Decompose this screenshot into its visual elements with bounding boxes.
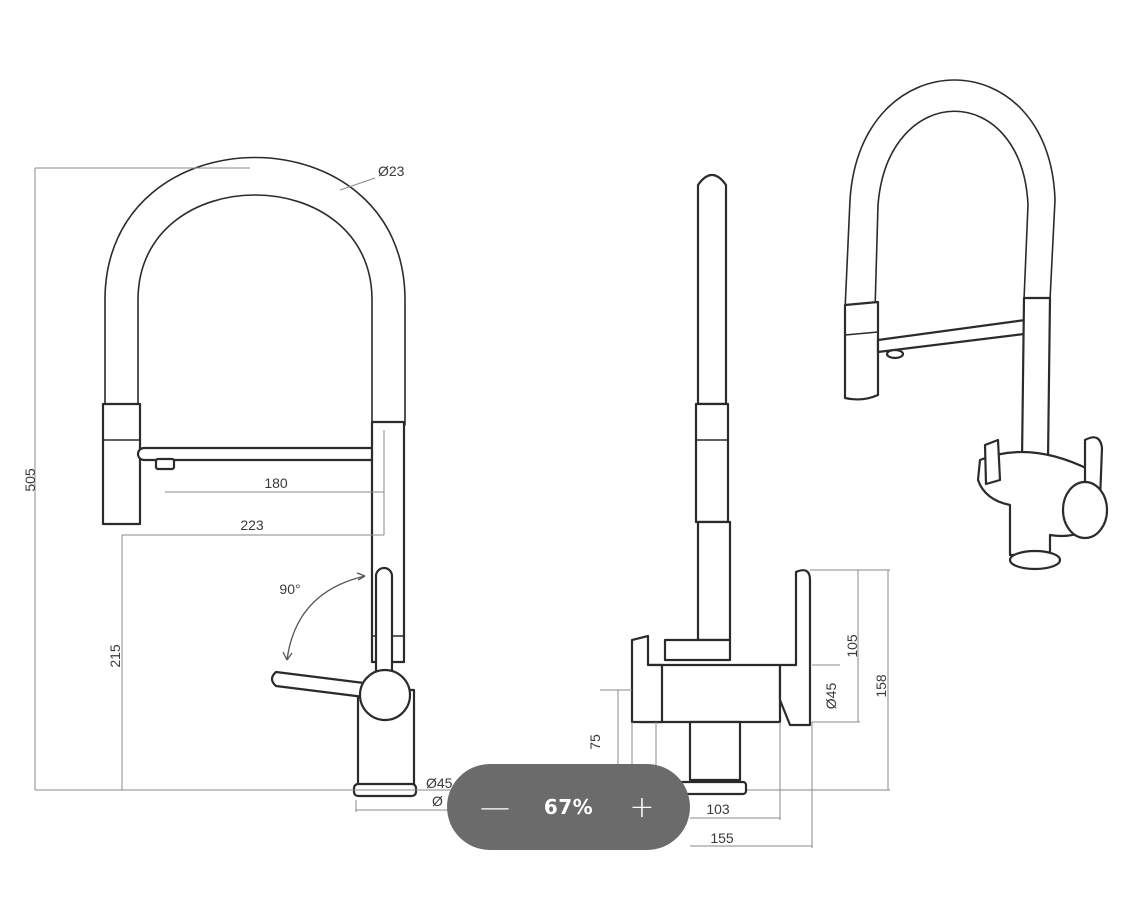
dim-reach-outer: 223: [240, 517, 264, 533]
iso-column: [1020, 296, 1052, 462]
front-lever-up: [374, 566, 394, 680]
zoom-in-button[interactable]: +: [622, 787, 662, 827]
front-lever-knob: [358, 668, 412, 722]
dim-side-base-diameter: Ø45: [823, 683, 839, 710]
dim-reach-inner: 180: [264, 475, 288, 491]
side-lever-right: [778, 569, 812, 727]
iso-hose-outer: [844, 79, 1056, 311]
side-view: 105 Ø45 158 75 103 155: [587, 173, 890, 848]
front-rail: [136, 446, 380, 462]
zoom-level: 67%: [543, 795, 594, 819]
zoom-out-button[interactable]: —: [475, 787, 515, 827]
iso-rail: [876, 316, 1042, 354]
dim-base-diameter-a: Ø45: [426, 775, 453, 791]
side-base-ring: [678, 780, 748, 796]
dim-side-width-outer: 155: [710, 830, 734, 846]
iso-hose-inner: [874, 110, 1029, 311]
dim-side-total-lever-height: 158: [873, 674, 889, 698]
minus-icon: —: [480, 789, 510, 825]
dim-hose-diameter: Ø23: [378, 163, 405, 179]
front-lever-down: [270, 670, 374, 700]
dim-lever-angle: 90°: [279, 581, 300, 597]
iso-spray-head: [843, 300, 880, 401]
front-hose-outer: [104, 156, 406, 426]
side-body-column: [696, 520, 732, 642]
front-hose-inner: [137, 194, 373, 426]
side-hose: [696, 173, 728, 406]
zoom-control: — 67% +: [447, 764, 690, 850]
dim-total-height: 505: [22, 468, 38, 492]
side-spray-head: [694, 402, 730, 524]
iso-lever-left: [983, 438, 1002, 486]
side-lever-left: [630, 634, 664, 724]
isometric-view: [843, 79, 1109, 571]
dim-side-left-lever-height: 75: [587, 734, 603, 750]
dim-side-lever-height: 105: [844, 634, 860, 658]
plus-icon: +: [629, 789, 655, 825]
iso-base-ring: [1008, 549, 1062, 571]
dim-base-height: 215: [107, 644, 123, 668]
side-body-neck: [688, 720, 742, 782]
front-spray-head: [101, 402, 142, 526]
dim-side-width-inner: 103: [706, 801, 730, 817]
dim-base-diameter-b: Ø: [432, 793, 443, 809]
front-view: Ø23 505 180 223 90° 215 Ø45 Ø: [22, 156, 890, 812]
